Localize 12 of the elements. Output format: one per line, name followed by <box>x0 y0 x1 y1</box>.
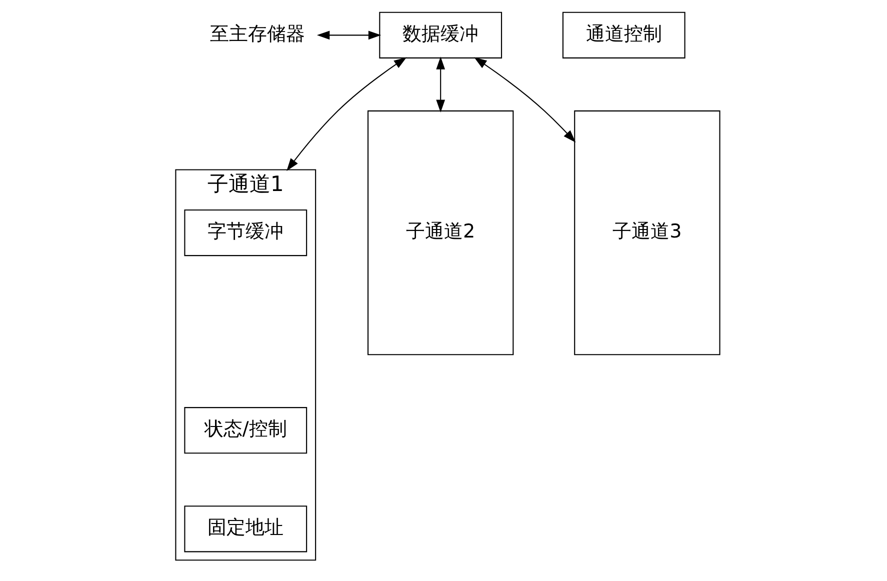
node-box: 子通道2 <box>367 110 514 356</box>
node-box: 数据缓冲 <box>379 12 502 58</box>
node-box: 通道控制 <box>562 12 686 58</box>
arrow <box>474 57 576 143</box>
node-box: 字节缓冲 <box>184 209 308 256</box>
arrow <box>316 30 382 40</box>
arrow <box>286 57 407 171</box>
node-box: 固定地址 <box>184 506 308 552</box>
arrow <box>436 56 446 112</box>
node-text: 至主存储器 <box>210 22 305 45</box>
node-box: 子通道3 <box>574 110 720 356</box>
node-box: 状态/控制 <box>184 407 308 454</box>
